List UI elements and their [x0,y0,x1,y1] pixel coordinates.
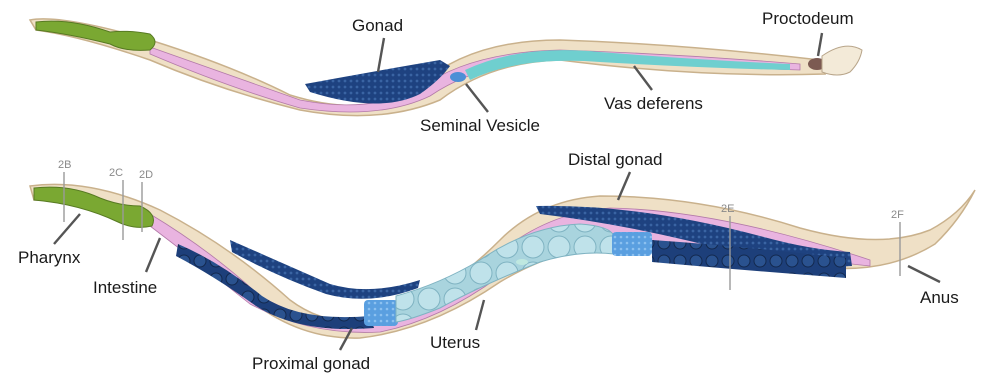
section-2e: 2E [721,203,734,215]
label-seminal-vesicle: Seminal Vesicle [420,116,540,135]
label-pharynx: Pharynx [18,248,81,267]
male-worm [30,19,862,116]
label-uterus: Uterus [430,333,480,352]
arrow-pharynx [54,214,80,244]
label-anus: Anus [920,288,959,307]
herm-spermatheca-anterior [364,300,398,326]
label-proctodeum: Proctodeum [762,9,854,28]
arrow-uterus [476,300,484,330]
section-2b: 2B [58,159,71,171]
herm-spermatheca-posterior [612,232,652,256]
label-intestine: Intestine [93,278,157,297]
section-2c: 2C [109,167,123,179]
section-2f: 2F [891,209,904,221]
arrow-seminal-vesicle [466,84,488,112]
label-vas-deferens: Vas deferens [604,94,703,113]
male-seminal-vesicle [450,72,466,82]
label-proximal-gonad: Proximal gonad [252,354,370,373]
label-gonad: Gonad [352,16,403,35]
section-2d: 2D [139,169,153,181]
arrow-intestine [146,238,160,272]
male-tail-fan [822,46,862,75]
herm-vulva [516,259,528,265]
hermaphrodite-worm [30,184,975,338]
arrow-gonad [378,38,384,72]
arrow-anus [908,266,940,282]
label-distal-gonad: Distal gonad [568,150,663,169]
arrow-proctodeum [818,33,822,56]
